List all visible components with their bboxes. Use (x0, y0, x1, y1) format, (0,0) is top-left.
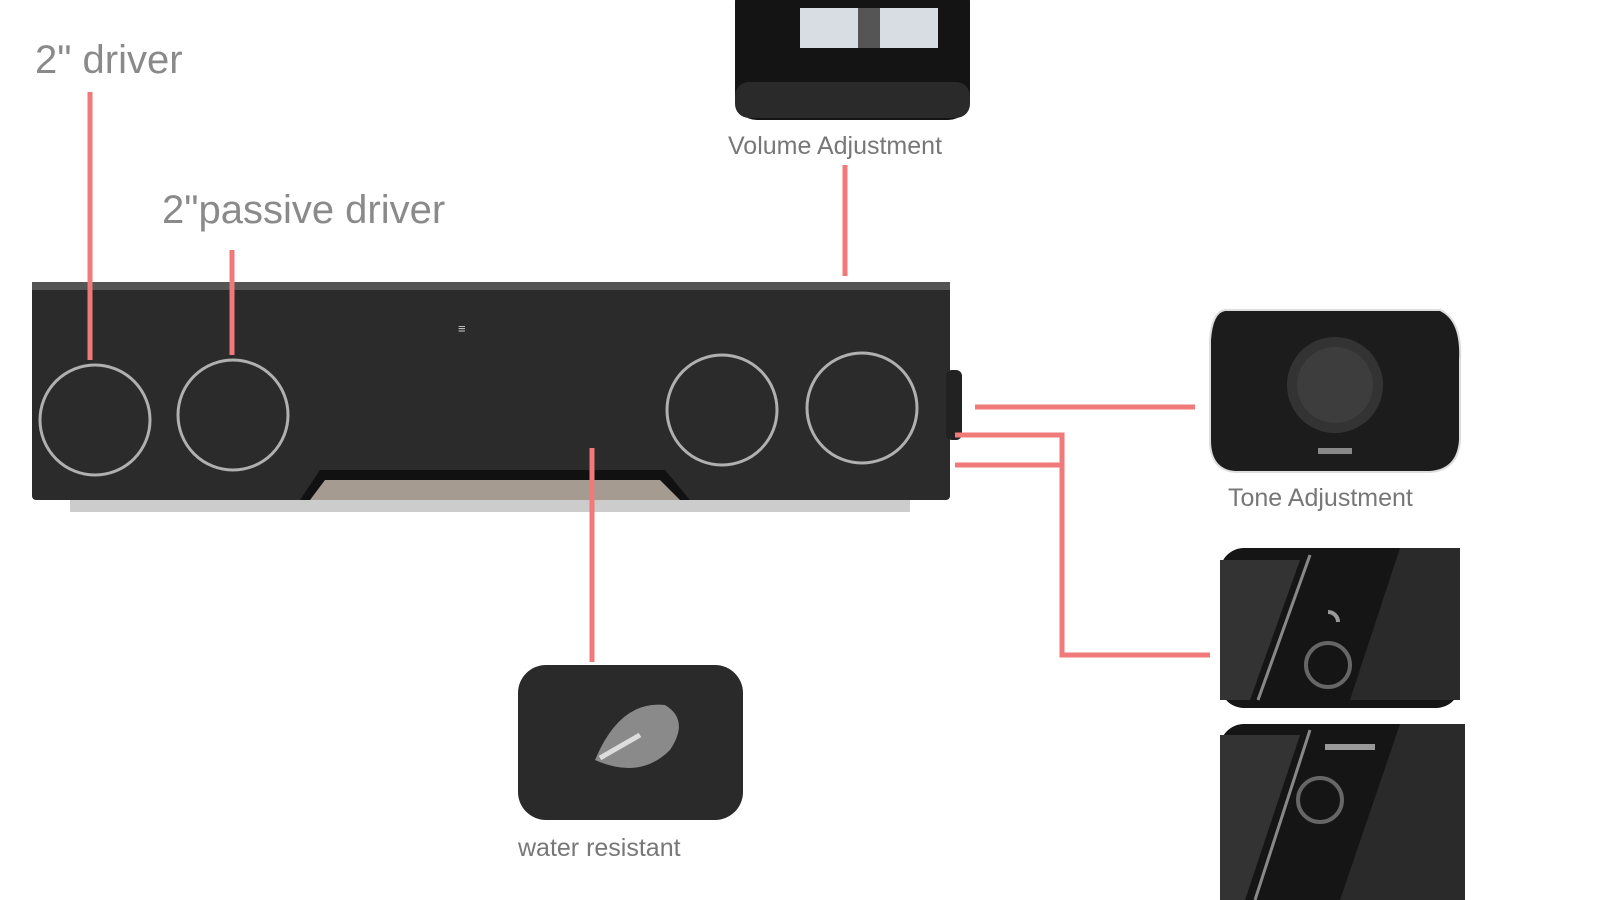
volume-control-inset (735, 0, 970, 120)
headphone-jack-inset (1220, 548, 1460, 708)
passive-driver-label: 2"passive driver (162, 188, 446, 232)
brand-logo: ≡ (458, 321, 466, 336)
driver-ring (805, 351, 919, 465)
driver-ring (38, 363, 152, 477)
water-resistant-label: water resistant (518, 834, 681, 862)
tone-control-inset (1209, 309, 1462, 473)
line-in-jack-inset (1220, 724, 1465, 900)
soundbar: ≡ (32, 282, 962, 512)
driver-label: 2" driver (35, 38, 183, 82)
volume-adjustment-label: Volume Adjustment (728, 132, 943, 160)
water-resistant-inset (518, 665, 743, 820)
callout-lines (87, 92, 1210, 662)
tone-adjustment-label: Tone Adjustment (1228, 484, 1413, 512)
passive-driver-ring (665, 353, 779, 467)
passive-driver-ring (176, 358, 290, 472)
